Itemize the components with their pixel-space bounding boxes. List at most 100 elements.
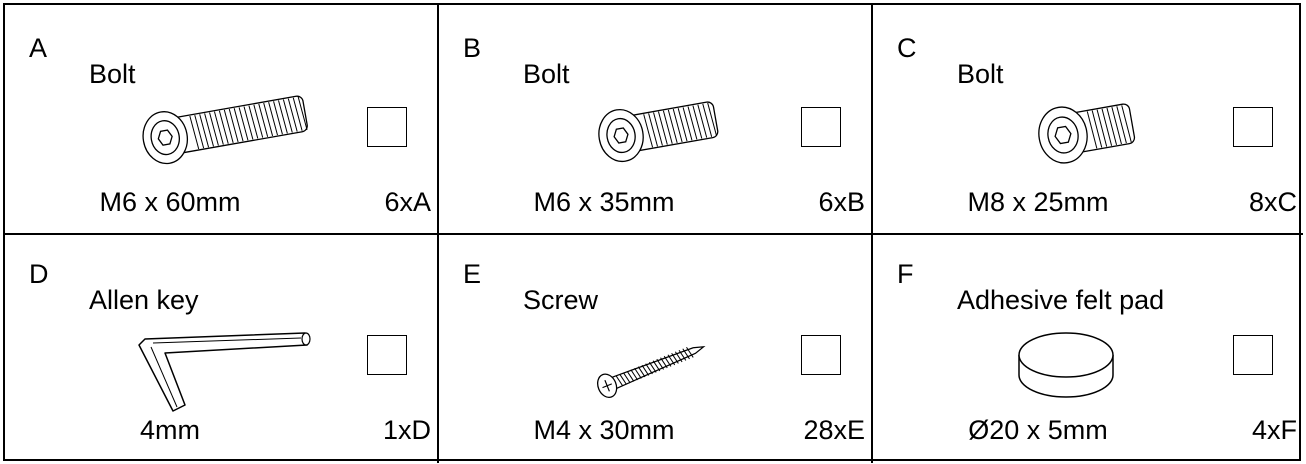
thread-line [1101,108,1113,146]
part-size: M6 x 60mm [99,187,241,217]
thread-line [223,109,234,144]
bolt-long-icon [142,95,308,165]
thread-line [697,104,708,138]
thread-line [615,375,624,387]
part-name: Screw [523,285,599,315]
thread-line [292,97,303,131]
thread-line [648,361,657,373]
thread-line [641,364,650,376]
thread-line [707,102,718,137]
thread-line [634,367,642,379]
part-quantity: 6xA [384,187,431,217]
thread-line [662,110,673,144]
thread-line [1086,111,1098,149]
part-letter: C [897,33,917,63]
thread-line [287,98,298,132]
part-letter: E [463,259,482,289]
part-letter: A [29,33,48,63]
part-name: Allen key [89,285,199,315]
thread-line [677,108,688,142]
thread-line [653,112,663,146]
thread-line [1111,106,1122,145]
part-cell-b: B Bolt M6 x 35mm 6xB [439,5,873,235]
part-size: M8 x 25mm [967,187,1109,217]
felt-pad-icon [1018,332,1114,398]
thread-line [671,352,679,364]
thread-line [687,106,698,140]
thread-line [263,102,274,137]
thread-line [194,115,205,149]
checkbox[interactable] [1233,335,1273,375]
part-cell-e: E Screw M4 x 30mm 28xE [439,235,873,463]
checkbox[interactable] [801,107,841,147]
thread-line [1106,107,1118,145]
thread-line [268,101,278,136]
thread-line [273,101,283,135]
thread-line [258,103,269,137]
thread-line [643,114,654,148]
allen-key-icon [138,332,311,412]
thread-line [278,100,288,134]
part-name: Bolt [957,59,1004,89]
thread-line [652,360,661,372]
bolt-short-icon [1038,103,1136,164]
part-letter: D [29,259,49,289]
part-quantity: 8xC [1248,187,1297,217]
thread-line [228,108,239,143]
thread-line [702,103,713,137]
thread-line [199,114,210,148]
part-cell-f: F Adhesive felt pad Ø20 x 5mm 4xF [873,235,1303,463]
part-quantity: 6xB [818,187,865,217]
thread-line [630,369,638,381]
thread-line [674,351,683,363]
thread-line [238,107,249,141]
part-name: Bolt [89,59,136,89]
part-size: 4mm [140,415,200,445]
thread-line [678,349,687,361]
part-size: M4 x 30mm [533,415,675,445]
thread-line [1116,106,1127,144]
part-letter: B [463,33,482,63]
thread-line [626,370,635,382]
thread-line [204,113,214,147]
screw-icon [597,346,706,399]
thread-line [253,104,264,138]
thread-line [233,108,244,142]
thread-line [667,109,678,144]
bolt-medium-icon [598,101,719,163]
thread-line [657,111,668,145]
thread-line [663,355,672,367]
checkbox[interactable] [367,335,407,375]
thread-line [1121,105,1132,143]
part-quantity: 1xD [382,415,431,445]
part-name: Adhesive felt pad [957,285,1165,315]
checkbox[interactable] [367,107,407,147]
thread-line [248,105,259,139]
part-size: M6 x 35mm [533,187,675,217]
thread-line [660,357,668,369]
thread-line [213,111,224,145]
part-cell-a: A Bolt M6 x 60mm 6xA [5,5,439,235]
thread-line [189,115,200,150]
thread-line [682,107,693,141]
checkbox[interactable] [801,335,841,375]
thread-line [1096,109,1108,147]
part-name: Bolt [523,59,570,89]
hardware-parts-table: A Bolt M6 x 60mm 6xA B Bolt [3,3,1303,463]
thread-line [297,96,308,130]
thread-line [282,99,293,133]
thread-line [619,373,627,385]
thread-line [667,354,676,366]
thread-line [686,346,694,358]
thread-line [209,112,219,146]
part-quantity: 4xF [1251,415,1297,445]
part-size: Ø20 x 5mm [968,415,1108,445]
checkbox[interactable] [1233,107,1273,147]
part-quantity: 28xE [803,415,865,445]
thread-line [682,348,690,360]
thread-line [672,108,683,143]
thread-line [656,358,664,370]
thread-line [1091,110,1103,148]
part-cell-c: C Bolt M8 x 25mm 8xC [873,5,1303,235]
part-letter: F [897,259,914,289]
